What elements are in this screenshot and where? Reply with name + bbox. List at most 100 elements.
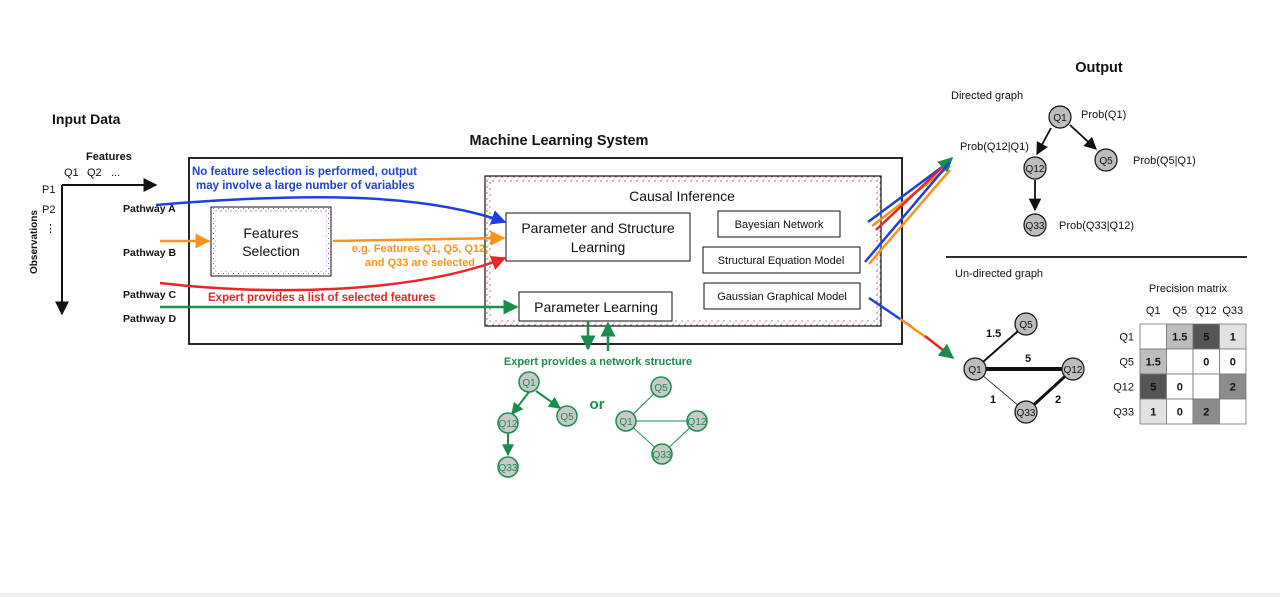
pm-cell-value: 0	[1177, 407, 1183, 419]
pm-cell	[1192, 373, 1220, 400]
prob-q33-q12: Prob(Q33|Q12)	[1059, 220, 1134, 232]
psl-line2: Learning	[571, 239, 626, 255]
pm-cell	[1139, 323, 1167, 350]
psl-line1: Parameter and Structure	[521, 220, 675, 236]
bayesian-network-box	[717, 210, 841, 238]
expert-directed-graph: Q1 Q5 Q12 Q33	[497, 371, 578, 478]
expert-node-q1	[518, 371, 540, 393]
dg-node-q1	[1048, 105, 1072, 129]
ml-system-box	[188, 157, 903, 345]
pm-cell-value: 1.5	[1146, 357, 1161, 369]
pathway-c-arrow	[159, 255, 507, 292]
pathway-a-label: Pathway A	[123, 203, 176, 215]
pm-cell-value: 1.5	[1172, 332, 1187, 344]
ggm-label: Gaussian Graphical Model	[717, 291, 847, 303]
pm-cell	[1192, 398, 1220, 425]
svg-text:Q12: Q12	[1064, 365, 1083, 376]
features-selection-line1: Features	[243, 225, 298, 241]
pm-cell	[1139, 398, 1167, 425]
output-title: Output	[1075, 60, 1123, 76]
prob-q12-q1: Prob(Q12|Q1)	[960, 141, 1029, 153]
edge-weight-q1-q5: 1.5	[986, 328, 1001, 340]
feature-col-more: ...	[111, 167, 120, 179]
undirected-graph-label: Un-directed graph	[955, 268, 1043, 280]
ug-node-q5	[1014, 312, 1038, 336]
expert-u-node-q12	[686, 410, 708, 432]
precision-matrix-title: Precision matrix	[1149, 283, 1228, 295]
row-p2: P2	[42, 204, 55, 216]
svg-text:Q1: Q1	[1053, 113, 1067, 124]
pathway-b-label: Pathway B	[123, 247, 177, 259]
dg-node-q5	[1094, 148, 1118, 172]
observations-label: Observations	[29, 210, 40, 274]
pm-cell	[1219, 373, 1247, 400]
output-arrows	[864, 156, 955, 359]
features-selection-line2: Selection	[242, 243, 300, 259]
prob-q1: Prob(Q1)	[1081, 109, 1126, 121]
annotation-c: Expert provides a list of selected featu…	[208, 292, 436, 304]
causal-inference-title: Causal Inference	[629, 188, 735, 204]
pm-cell-value: 5	[1150, 382, 1156, 394]
prob-q5-q1: Prob(Q5|Q1)	[1133, 155, 1196, 167]
dg-node-q12	[1023, 156, 1047, 180]
footer-bar	[0, 593, 1280, 597]
pl-label: Parameter Learning	[534, 299, 658, 315]
features-label: Features	[86, 151, 132, 163]
svg-text:Q33: Q33	[1017, 408, 1036, 419]
pm-cell-value: 0	[1177, 382, 1183, 394]
ug-node-q33	[1014, 400, 1038, 424]
svg-text:Q1: Q1	[968, 365, 982, 376]
pathway-c-label: Pathway C	[123, 289, 177, 301]
ug-node-q12	[1061, 357, 1085, 381]
pm-row-header-q33: Q33	[1113, 407, 1134, 419]
pathway-b-arrow-out	[332, 230, 506, 246]
svg-text:Q5: Q5	[560, 412, 574, 423]
features-selection-box	[216, 212, 326, 271]
svg-text:Q1: Q1	[522, 378, 536, 389]
pl-box	[518, 291, 673, 322]
or-label: or	[590, 396, 605, 413]
expert-u-node-q1	[615, 410, 637, 432]
pm-row-header-q1: Q1	[1119, 332, 1134, 344]
svg-text:Q5: Q5	[654, 383, 668, 394]
pm-col-header-q33: Q33	[1222, 305, 1243, 317]
svg-text:Q33: Q33	[1026, 221, 1045, 232]
svg-text:Q33: Q33	[499, 463, 518, 474]
feature-col-q1: Q1	[64, 167, 79, 179]
svg-text:Q12: Q12	[499, 419, 518, 430]
pm-cell-value: 1	[1230, 332, 1236, 344]
pm-cell	[1219, 398, 1247, 425]
input-data-title: Input Data	[52, 111, 121, 127]
svg-text:Q5: Q5	[1099, 156, 1113, 167]
annotation-b-line2: and Q33 are selected	[365, 257, 475, 269]
row-more: ⋮	[45, 223, 56, 235]
annotation-d: Expert provides a network structure	[504, 356, 692, 368]
ml-system-title: Machine Learning System	[470, 133, 649, 149]
svg-text:Q5: Q5	[1019, 320, 1033, 331]
sem-box	[702, 246, 861, 274]
row-p1: P1	[42, 184, 55, 196]
feature-col-q2: Q2	[87, 167, 102, 179]
expert-node-q12	[497, 412, 519, 434]
expert-u-node-q5	[650, 376, 672, 398]
pm-cell-value: 1	[1150, 407, 1156, 419]
pm-cell-value: 0	[1203, 357, 1209, 369]
pm-cell	[1166, 398, 1194, 425]
annotation-a-line2: may involve a large number of variables	[196, 180, 415, 192]
sem-label: Structural Equation Model	[718, 255, 845, 267]
dg-node-q33	[1023, 213, 1047, 237]
pm-cell	[1166, 348, 1194, 375]
pathway-d-label: Pathway D	[123, 313, 177, 325]
pathway-a-arrow	[155, 195, 507, 225]
expert-node-q33	[497, 456, 519, 478]
annotation-a-line1: No feature selection is performed, outpu…	[192, 166, 417, 178]
edge-weight-q1-q33: 1	[990, 394, 996, 406]
pm-cell	[1139, 373, 1167, 400]
pm-cell-value: 2	[1203, 407, 1209, 419]
svg-text:Q1: Q1	[619, 417, 633, 428]
ggm-box	[703, 282, 861, 310]
edge-weight-q1-q12: 5	[1025, 353, 1031, 365]
directed-graph-label: Directed graph	[951, 90, 1023, 102]
